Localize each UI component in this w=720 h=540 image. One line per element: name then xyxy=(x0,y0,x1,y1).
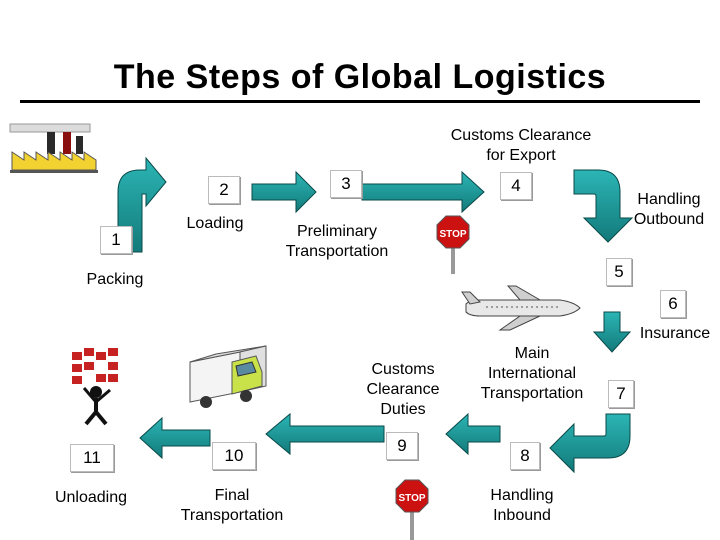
title-underline xyxy=(20,100,700,103)
step-10-label: Final Transportation xyxy=(180,487,284,524)
stop-sign-text: STOP xyxy=(398,493,425,504)
step-3-number: 3 xyxy=(330,170,362,198)
step-6-number: 6 xyxy=(660,290,686,318)
step-8-label: Handling Inbound xyxy=(490,487,554,524)
stop-sign-text: STOP xyxy=(439,229,466,240)
worker-boxes-icon xyxy=(72,348,118,426)
step-4-number: 4 xyxy=(500,172,532,200)
arrow-10-to-11 xyxy=(139,416,211,460)
arrow-9-to-10 xyxy=(265,412,385,456)
page-title: The Steps of Global Logistics xyxy=(113,58,607,96)
step-6-label: Insurance xyxy=(639,325,711,342)
step-11-label: Unloading xyxy=(54,489,128,506)
arrow-7-to-8 xyxy=(549,413,631,474)
arrow-4-to-5 xyxy=(573,169,634,243)
step-2-label: Loading xyxy=(186,215,244,232)
step-7-label: Main International Transportation xyxy=(480,345,584,402)
step-5-label: Handling Outbound xyxy=(633,191,705,228)
step-7-number: 7 xyxy=(608,380,634,408)
truck-icon xyxy=(189,345,267,408)
step-1-number: 1 xyxy=(100,226,132,254)
step-9-number: 9 xyxy=(386,432,418,460)
step-11-number: 11 xyxy=(70,444,114,472)
step-2-number: 2 xyxy=(208,176,240,204)
step-9-label: Customs Clearance Duties xyxy=(366,361,440,418)
step-1-label: Packing xyxy=(86,271,144,288)
arrow-8-to-9 xyxy=(445,412,501,456)
step-8-number: 8 xyxy=(510,442,540,470)
step-5-number: 5 xyxy=(606,258,632,286)
arrow-6-to-7 xyxy=(592,311,632,353)
arrow-2-to-3 xyxy=(251,170,317,214)
stop-sign-icon: STOP xyxy=(395,479,429,540)
step-10-number: 10 xyxy=(212,442,256,470)
stop-sign-icon: STOP xyxy=(436,215,470,274)
arrow-3-to-4 xyxy=(361,170,485,214)
step-4-label: Customs Clearance for Export xyxy=(450,127,592,164)
factory-icon xyxy=(9,123,98,173)
airplane-icon xyxy=(461,285,581,331)
step-3-label: Preliminary Transportation xyxy=(285,223,389,260)
